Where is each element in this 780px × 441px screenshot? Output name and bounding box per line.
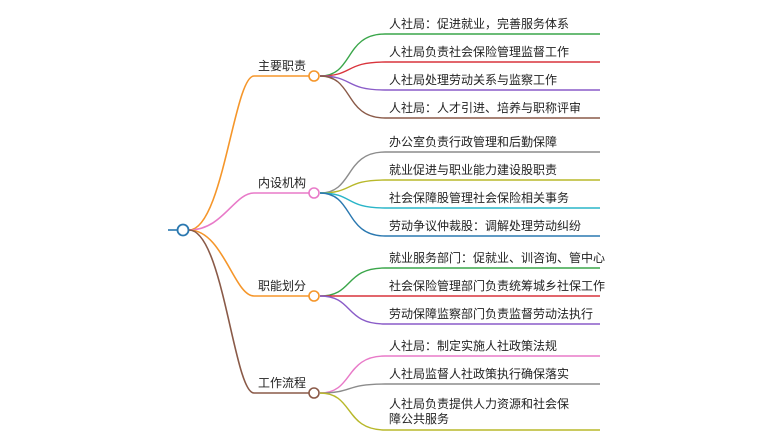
leaf-edge-4-3 [319, 392, 600, 431]
leaf-label-3-3[interactable]: 劳动保障监察部门负责监督劳动法执行 [389, 307, 594, 321]
leaf-label-4-1[interactable]: 人社局：制定实施人社政策法规 [389, 339, 558, 353]
branch-label-1[interactable]: 主要职责 [258, 59, 307, 73]
branch-edge-1 [188, 75, 314, 231]
leaf-edge-1-2 [319, 61, 600, 77]
branch-node-1[interactable] [308, 70, 320, 82]
leaf-edge-4-2 [319, 383, 600, 394]
leaf-edge-3-1 [319, 267, 600, 297]
leaf-edge-2-3 [319, 192, 600, 209]
leaf-label-2-4[interactable]: 劳动争议仲裁股：调解处理劳动纠纷 [389, 219, 582, 233]
leaf-label-1-1[interactable]: 人社局：促进就业，完善服务体系 [389, 17, 570, 31]
branch-label-3[interactable]: 职能划分 [258, 279, 307, 293]
branch-node-2[interactable] [308, 187, 320, 199]
leaf-label-1-3[interactable]: 人社局处理劳动关系与监察工作 [389, 73, 558, 87]
leaf-label-2-3[interactable]: 社会保障股管理社会保险相关事务 [389, 191, 570, 205]
branch-edge-2 [188, 192, 314, 231]
leaf-edge-4-1 [319, 355, 600, 394]
leaf-label-2-2[interactable]: 就业促进与职业能力建设股职责 [389, 163, 558, 177]
leaf-label-2-1[interactable]: 办公室负责行政管理和后勤保障 [389, 135, 558, 149]
leaf-edge-3-3 [319, 295, 600, 325]
leaf-edge-2-2 [319, 179, 600, 194]
branch-node-4[interactable] [308, 387, 320, 399]
leaf-label-4-2[interactable]: 人社局监督人社政策执行确保落实 [389, 367, 570, 381]
leaf-edge-1-3 [319, 75, 600, 91]
branch-label-4[interactable]: 工作流程 [258, 376, 307, 390]
branch-node-3[interactable] [308, 290, 320, 302]
leaf-label-3-2[interactable]: 社会保险管理部门负责统筹城乡社保工作 [389, 279, 606, 293]
branch-edge-4 [188, 229, 314, 394]
branch-edge-3 [188, 229, 314, 297]
leaf-edge-2-1 [319, 151, 600, 194]
leaf-label-3-1[interactable]: 就业服务部门：促就业、训咨询、管中心 [389, 251, 606, 265]
leaf-label-1-4[interactable]: 人社局：人才引进、培养与职称评审 [389, 101, 582, 115]
root-node[interactable] [176, 223, 190, 237]
leaf-label-4-3[interactable]: 人社局负责提供人力资源和社会保障公共服务 [389, 397, 570, 426]
leaf-edge-2-4 [319, 192, 600, 237]
branch-label-2[interactable]: 内设机构 [258, 176, 307, 190]
leaf-label-1-2[interactable]: 人社局负责社会保险管理监督工作 [389, 45, 570, 59]
leaf-edge-1-4 [319, 75, 600, 119]
leaf-edge-1-1 [319, 33, 600, 77]
